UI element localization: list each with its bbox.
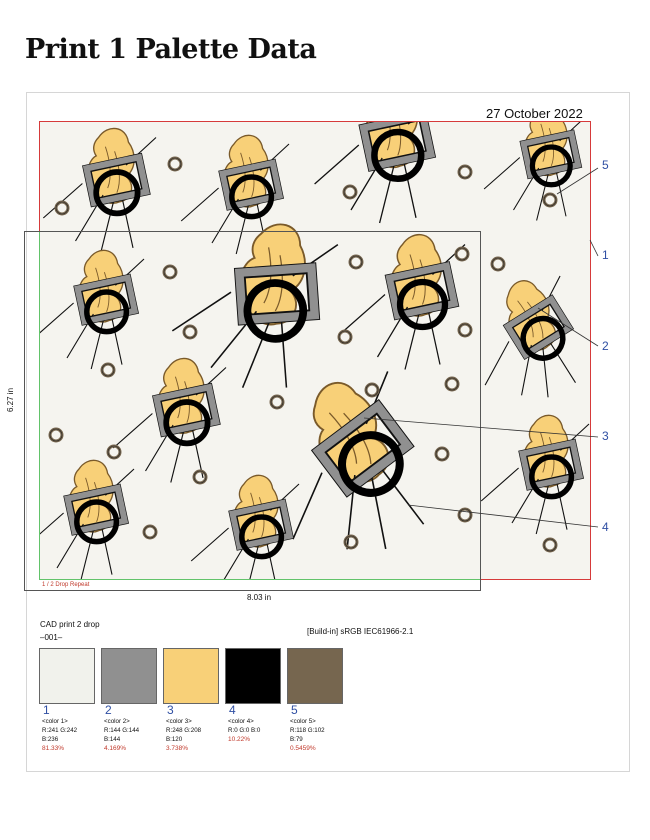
color-rgb-line1: R:248 G:208	[166, 727, 202, 734]
color-rgb-line1: R:0 G:0 B:0	[228, 727, 261, 734]
swatch-color-2	[101, 648, 157, 704]
color-rgb-line1: R:144 G:144	[104, 727, 140, 734]
color-rgb-line2: B:144	[104, 736, 121, 743]
palette-entry-3: 3 <color 3> R:248 G:208 B:120 3.738%	[163, 704, 225, 753]
color-name: <color 4>	[228, 718, 254, 725]
height-dimension: 6.27 in	[6, 387, 15, 412]
palette-entry-2: 2 <color 2> R:144 G:144 B:144 4.169%	[101, 704, 163, 753]
color-name: <color 1>	[42, 718, 68, 725]
color-name: <color 5>	[290, 718, 316, 725]
callout-1: 1	[602, 248, 609, 262]
color-percent: 3.738%	[166, 745, 189, 752]
color-number: 3	[167, 703, 174, 717]
drop-repeat-label: 1 / 2 Drop Repeat	[42, 582, 90, 588]
swatch-color-3	[163, 648, 219, 704]
color-number: 1	[43, 703, 50, 717]
color-profile: [Build-in] sRGB IEC61966-2.1	[307, 627, 414, 636]
print-artwork	[39, 121, 591, 580]
swatch-color-1	[39, 648, 95, 704]
palette-entry-4: 4 <color 4> R:0 G:0 B:0 10.22%	[225, 704, 287, 744]
callout-5: 5	[602, 158, 609, 172]
page-title: Print 1 Palette Data	[25, 34, 317, 65]
callout-4: 4	[602, 520, 609, 534]
color-name: <color 2>	[104, 718, 130, 725]
color-number: 5	[291, 703, 298, 717]
cad-name: CAD print 2 drop	[40, 620, 100, 629]
width-dimension: 8.03 in	[247, 593, 272, 602]
color-percent: 81.33%	[42, 745, 65, 752]
swatch-color-5	[287, 648, 343, 704]
color-name: <color 3>	[166, 718, 192, 725]
color-percent: 4.169%	[104, 745, 127, 752]
color-percent: 10.22%	[228, 736, 251, 743]
cad-code: –001–	[40, 633, 63, 642]
color-rgb-line2: B:120	[166, 736, 183, 743]
color-number: 2	[105, 703, 112, 717]
color-rgb-line1: R:118 G:102	[290, 727, 325, 734]
color-rgb-line2: B:236	[42, 736, 59, 743]
color-percent: 0.5459%	[290, 745, 316, 752]
callout-3: 3	[602, 429, 609, 443]
sheet-date: 27 October 2022	[486, 106, 583, 121]
color-rgb-line1: R:241 G:242	[42, 727, 78, 734]
color-rgb-line2: B:79	[290, 736, 303, 743]
callout-2: 2	[602, 339, 609, 353]
color-number: 4	[229, 703, 236, 717]
repeat-dimension-box	[24, 231, 481, 591]
palette-entry-5: 5 <color 5> R:118 G:102 B:79 0.5459%	[287, 704, 349, 753]
swatch-color-4	[225, 648, 281, 704]
palette-entry-1: 1 <color 1> R:241 G:242 B:236 81.33%	[39, 704, 101, 753]
